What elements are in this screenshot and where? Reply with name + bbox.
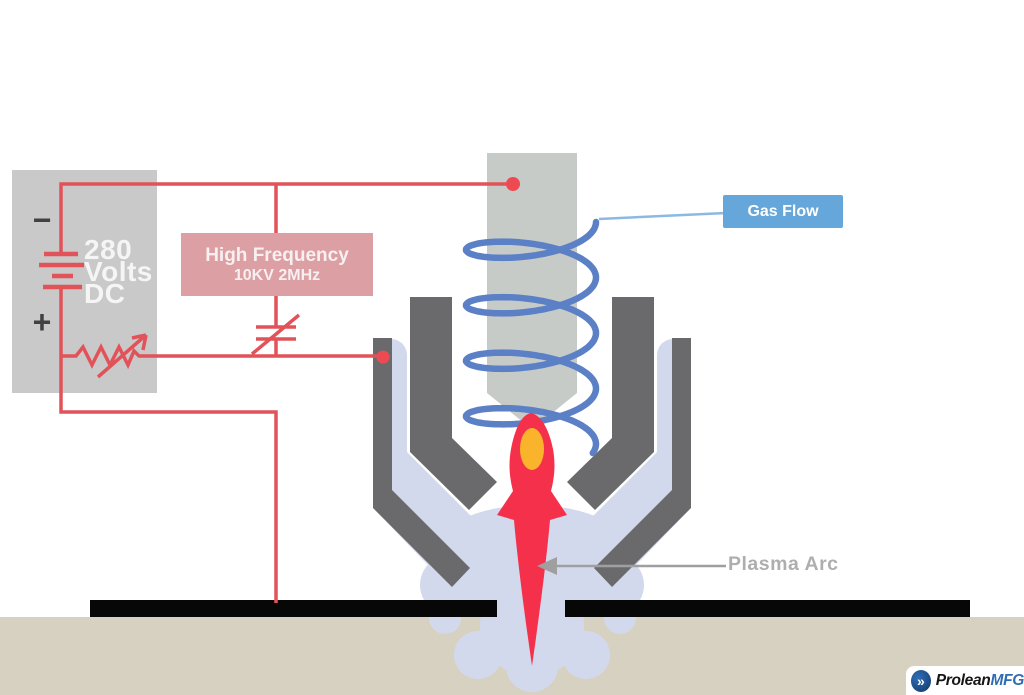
- plasma-arc-arrowhead: [537, 557, 557, 575]
- workpiece-right: [565, 600, 970, 617]
- electrode-connection-dot: [506, 177, 520, 191]
- negative-terminal-label: −: [32, 202, 52, 238]
- gas-coil-path: [462, 218, 600, 457]
- circuit-wires: [39, 182, 513, 603]
- high-frequency-value: 10KV 2MHz: [233, 266, 321, 284]
- brand-logo: » ProleanMFG: [906, 666, 1024, 695]
- voltage-value: 280: [84, 234, 133, 265]
- workpiece-left: [90, 600, 497, 617]
- voltage-unit: Volts: [84, 256, 153, 287]
- logo-name: Prolean: [935, 671, 991, 689]
- battery-symbol: [39, 251, 84, 290]
- positive-terminal-label: +: [32, 304, 52, 340]
- resistor-symbol: [61, 343, 383, 370]
- logo-suffix: MFG: [990, 671, 1024, 689]
- nozzle-outer-right: [594, 338, 691, 587]
- nozzle-inner-right: [567, 297, 654, 510]
- double-chevron-right-icon: »: [911, 669, 931, 692]
- nozzle-connection-dot: [376, 350, 390, 364]
- capacitor-symbol: [256, 296, 296, 356]
- gas-coil: [462, 218, 600, 457]
- gas-flow-label: Gas Flow: [747, 202, 819, 220]
- nozzle-outer-left: [373, 338, 470, 587]
- plasma-arc-arrow: [537, 557, 726, 575]
- logo-icon-glyph: »: [916, 672, 925, 689]
- flame-core: [520, 428, 544, 470]
- high-frequency-label: High Frequency 10KV 2MHz: [181, 233, 373, 296]
- gas-flow-label-box: Gas Flow: [723, 195, 843, 228]
- electrode: [487, 153, 577, 427]
- logo-text: ProleanMFG: [936, 672, 1024, 690]
- plasma-arc-label: Plasma Arc: [728, 553, 839, 575]
- resistor-arrow: [96, 333, 148, 379]
- nozzle: [373, 297, 691, 587]
- power-supply-label: 280 Volts DC: [84, 234, 153, 309]
- gas-puff: [562, 631, 610, 679]
- high-frequency-title: High Frequency: [205, 244, 349, 266]
- dc-positive-wire: [59, 285, 278, 603]
- current-type: DC: [84, 278, 126, 309]
- plasma-flame: [497, 413, 567, 666]
- capacitor-slash: [250, 313, 301, 356]
- nozzle-inner-left: [410, 297, 497, 510]
- gas-puff: [454, 631, 502, 679]
- gas-flow-line: [598, 211, 727, 221]
- high-frequency-box: [181, 233, 373, 296]
- dc-negative-wire: [59, 182, 513, 255]
